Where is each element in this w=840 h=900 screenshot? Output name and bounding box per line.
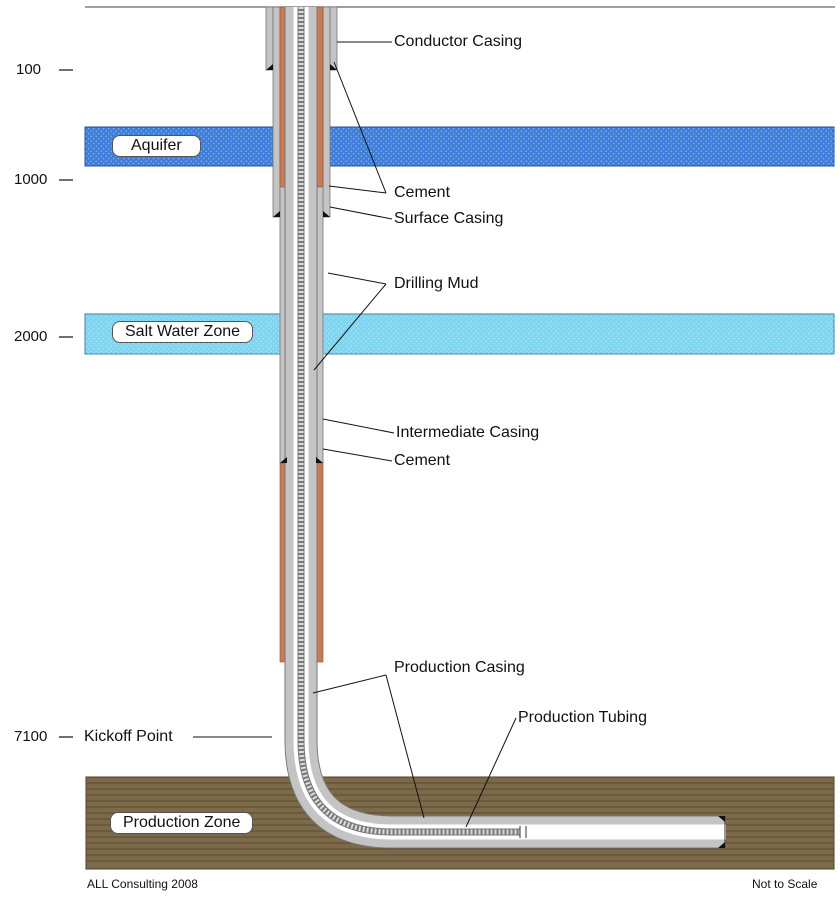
conductor-casing-label: Conductor Casing: [394, 33, 523, 50]
surface-casing-label: Surface Casing: [394, 210, 504, 227]
depth-label-7100: 7100: [14, 728, 48, 745]
depth-label-1000: 1000: [14, 171, 48, 188]
credit-text: ALL Consulting 2008: [87, 877, 198, 891]
depth-label-2000: 2000: [14, 328, 48, 345]
production-tubing-label: Production Tubing: [518, 709, 647, 726]
drilling-mud-label: Drilling Mud: [394, 275, 479, 292]
salt-water-zone-label: Salt Water Zone: [112, 321, 254, 343]
scale-note-text: Not to Scale: [752, 877, 818, 891]
intermediate-casing-label: Intermediate Casing: [396, 424, 540, 441]
aquifer-label: Aquifer: [112, 135, 201, 157]
cement-lower-label: Cement: [394, 452, 451, 469]
kickoff-point-label: Kickoff Point: [84, 728, 173, 745]
leader-lines: [193, 41, 517, 828]
production-zone-label: Production Zone: [110, 812, 254, 834]
production-casing-label: Production Casing: [394, 659, 525, 676]
wellbore: [265, 6, 726, 849]
depth-ticks: [59, 69, 73, 738]
depth-label-100: 100: [16, 61, 42, 78]
cement-upper-label: Cement: [394, 184, 451, 201]
